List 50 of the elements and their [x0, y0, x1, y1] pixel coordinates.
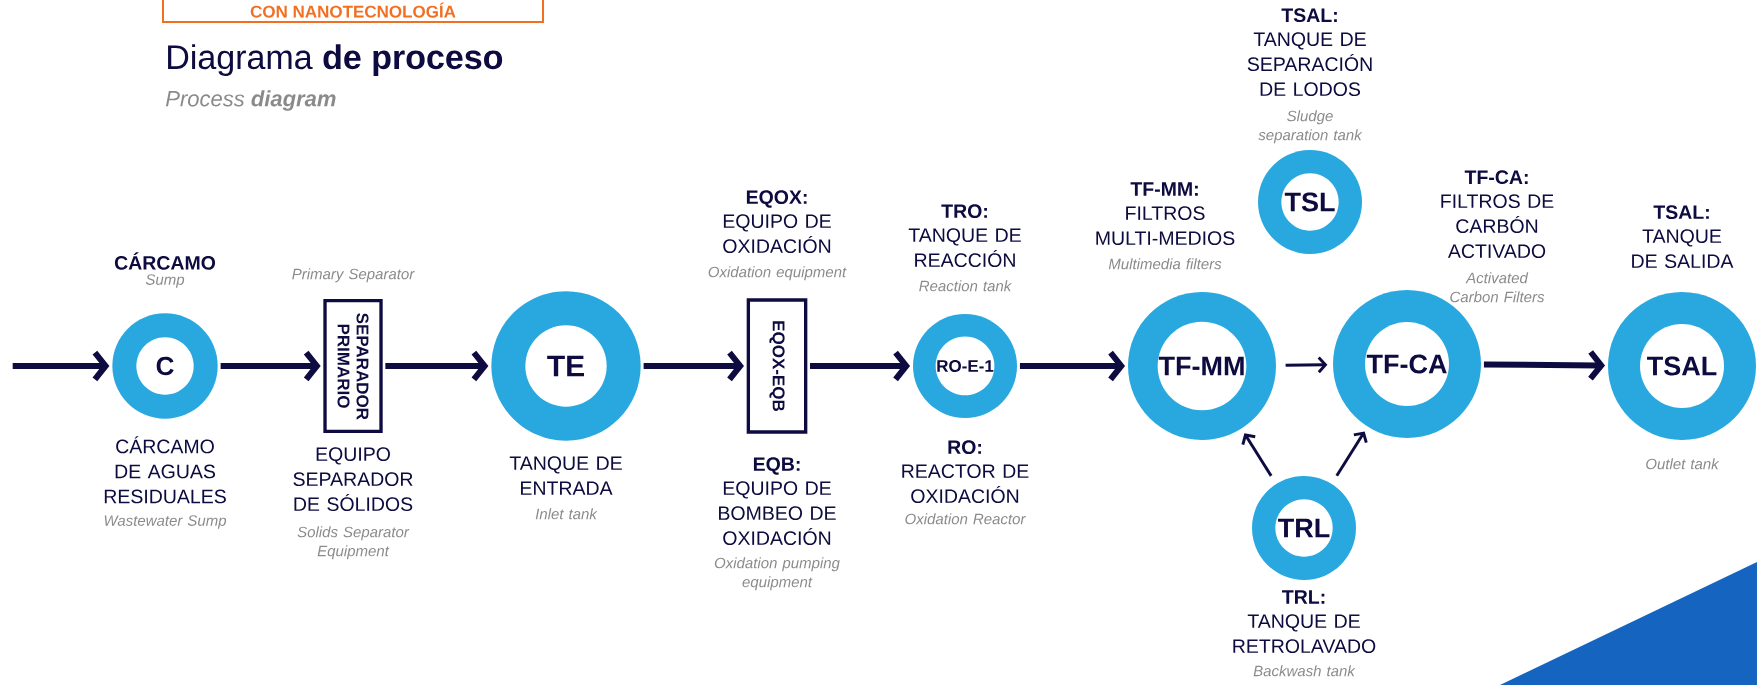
english-label: Oxidation equipment: [708, 266, 847, 281]
flow-arrow: [810, 350, 911, 382]
english-label: Backwash tank: [1253, 665, 1356, 677]
code-heading: TRO:: [941, 204, 987, 219]
name-label: REACTOR DE OXIDACIÓN: [902, 464, 1029, 504]
flow-arrow: [12, 350, 110, 382]
name-label: EQUIPO DE OXIDACIÓN: [723, 214, 831, 254]
english-label: Oxidation Reactor: [905, 513, 1026, 525]
english-label: Solids Separator Equipment: [297, 526, 410, 560]
flow-arrow: [1241, 433, 1273, 477]
name-label: FILTROS DE CARBÓN ACTIVADO: [1441, 194, 1554, 259]
name-label: TANQUE DE SEPARACIÓN DE LODOS: [1247, 32, 1372, 97]
code-heading: TF-MM:: [1130, 182, 1198, 196]
code-heading: TF-CA:: [1464, 170, 1528, 185]
flow-arrow: [643, 350, 744, 382]
subtitle: Process diagram: [165, 90, 336, 111]
name-label: TANQUE DE ENTRADA: [509, 456, 622, 495]
code-heading: TSAL:: [1653, 205, 1709, 220]
code-heading: CÁRCAMO: [114, 252, 216, 270]
code-heading: EQOX:: [746, 190, 807, 208]
code-heading: TSAL:: [1281, 8, 1337, 23]
english-label: Wastewater Sump: [104, 515, 227, 529]
flow-arrow: [1483, 350, 1606, 381]
flow-arrow: [1335, 431, 1368, 477]
name-label: TANQUE DE SALIDA: [1632, 229, 1734, 269]
english-label: Outlet tank: [1646, 458, 1720, 470]
name-label: EQUIPO SEPARADOR DE SÓLIDOS: [293, 447, 413, 512]
flow-arrow: [385, 350, 489, 382]
english-label: Primary Separator: [292, 268, 415, 283]
equipment-box: SEPARADOR PRIMARIO: [323, 299, 383, 433]
code-heading: EQB:: [753, 457, 800, 475]
name-label: EQUIPO DE BOMBEO DE OXIDACIÓN: [719, 481, 836, 546]
code-heading: RO:: [948, 440, 981, 455]
english-label: Sludge separation tank: [1258, 110, 1363, 144]
equipment-box: EQOX-EQB: [746, 298, 808, 434]
flow-arrow: [1285, 356, 1328, 374]
banner: CON NANOTECNOLOGÍA: [162, 0, 544, 24]
title: Diagrama de proceso: [168, 44, 503, 76]
name-label: TANQUE DE REACCIÓN: [908, 228, 1021, 268]
name-label: FILTROS MULTI-MEDIOS: [1096, 206, 1235, 246]
code-heading: TRL:: [1282, 590, 1325, 604]
flow-arrow: [220, 350, 321, 382]
flow-arrow: [1019, 350, 1126, 382]
english-label: Reaction tank: [919, 280, 1012, 292]
english-label: Sump: [145, 274, 185, 288]
name-label: TANQUE DE RETROLAVADO: [1233, 614, 1376, 654]
english-label: Multimedia filters: [1108, 258, 1222, 270]
english-label: Inlet tank: [535, 508, 598, 520]
english-label: Oxidation pumping equipment: [714, 557, 840, 591]
name-label: CÁRCAMO DE AGUAS RESIDUALES: [104, 436, 226, 504]
